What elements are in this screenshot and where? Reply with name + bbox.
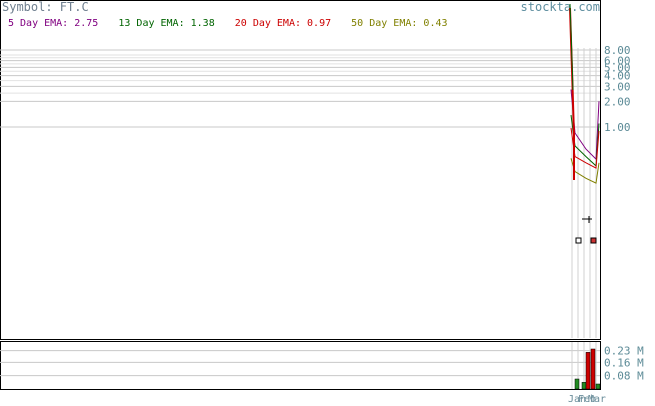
volume-bar: [581, 382, 587, 390]
price-tick-label: 3.00: [604, 80, 631, 93]
volume-tick-label: 0.08 M: [604, 370, 644, 383]
price-tick-label: 1.00: [604, 121, 631, 134]
ema-line-1: [570, 89, 600, 161]
volume-panel: [0, 341, 601, 390]
ema-legend: 5 Day EMA: 2.75 13 Day EMA: 1.38 20 Day …: [8, 18, 462, 29]
brand-label: stockta.com: [520, 0, 600, 14]
price-tick-label: 2.00: [604, 95, 631, 108]
ema-legend-item-5: 5 Day EMA: 2.75: [8, 18, 99, 29]
price-tick-label: 8.00: [604, 44, 631, 57]
x-tick-label: Feb: [578, 394, 596, 405]
volume-tick-label: 0.16 M: [604, 356, 644, 369]
marker-open: [575, 237, 582, 244]
price-tick-label: 6.00: [604, 55, 631, 68]
price-tick-label: 4.00: [604, 70, 631, 83]
price-tick-label: 5.00: [604, 61, 631, 74]
symbol-label: Symbol: FT.C: [2, 0, 89, 14]
ema-legend-item-20: 20 Day EMA: 0.97: [234, 18, 332, 29]
price-spike-line-green: [569, 3, 574, 91]
ema-legend-item-13: 13 Day EMA: 1.38: [118, 18, 215, 29]
volume-bar: [585, 352, 591, 390]
volume-bar: [574, 378, 580, 390]
volume-tick-label: 0.23 M: [604, 345, 644, 358]
marker-red: [590, 237, 597, 244]
volume-bar: [595, 383, 601, 390]
price-panel: [0, 0, 601, 340]
x-tick-label: Mar: [588, 394, 606, 405]
ema-legend-item-50: 50 Day EMA: 0.43: [351, 18, 448, 29]
x-tick-label: Jan: [568, 394, 586, 405]
volume-bar: [590, 348, 596, 390]
